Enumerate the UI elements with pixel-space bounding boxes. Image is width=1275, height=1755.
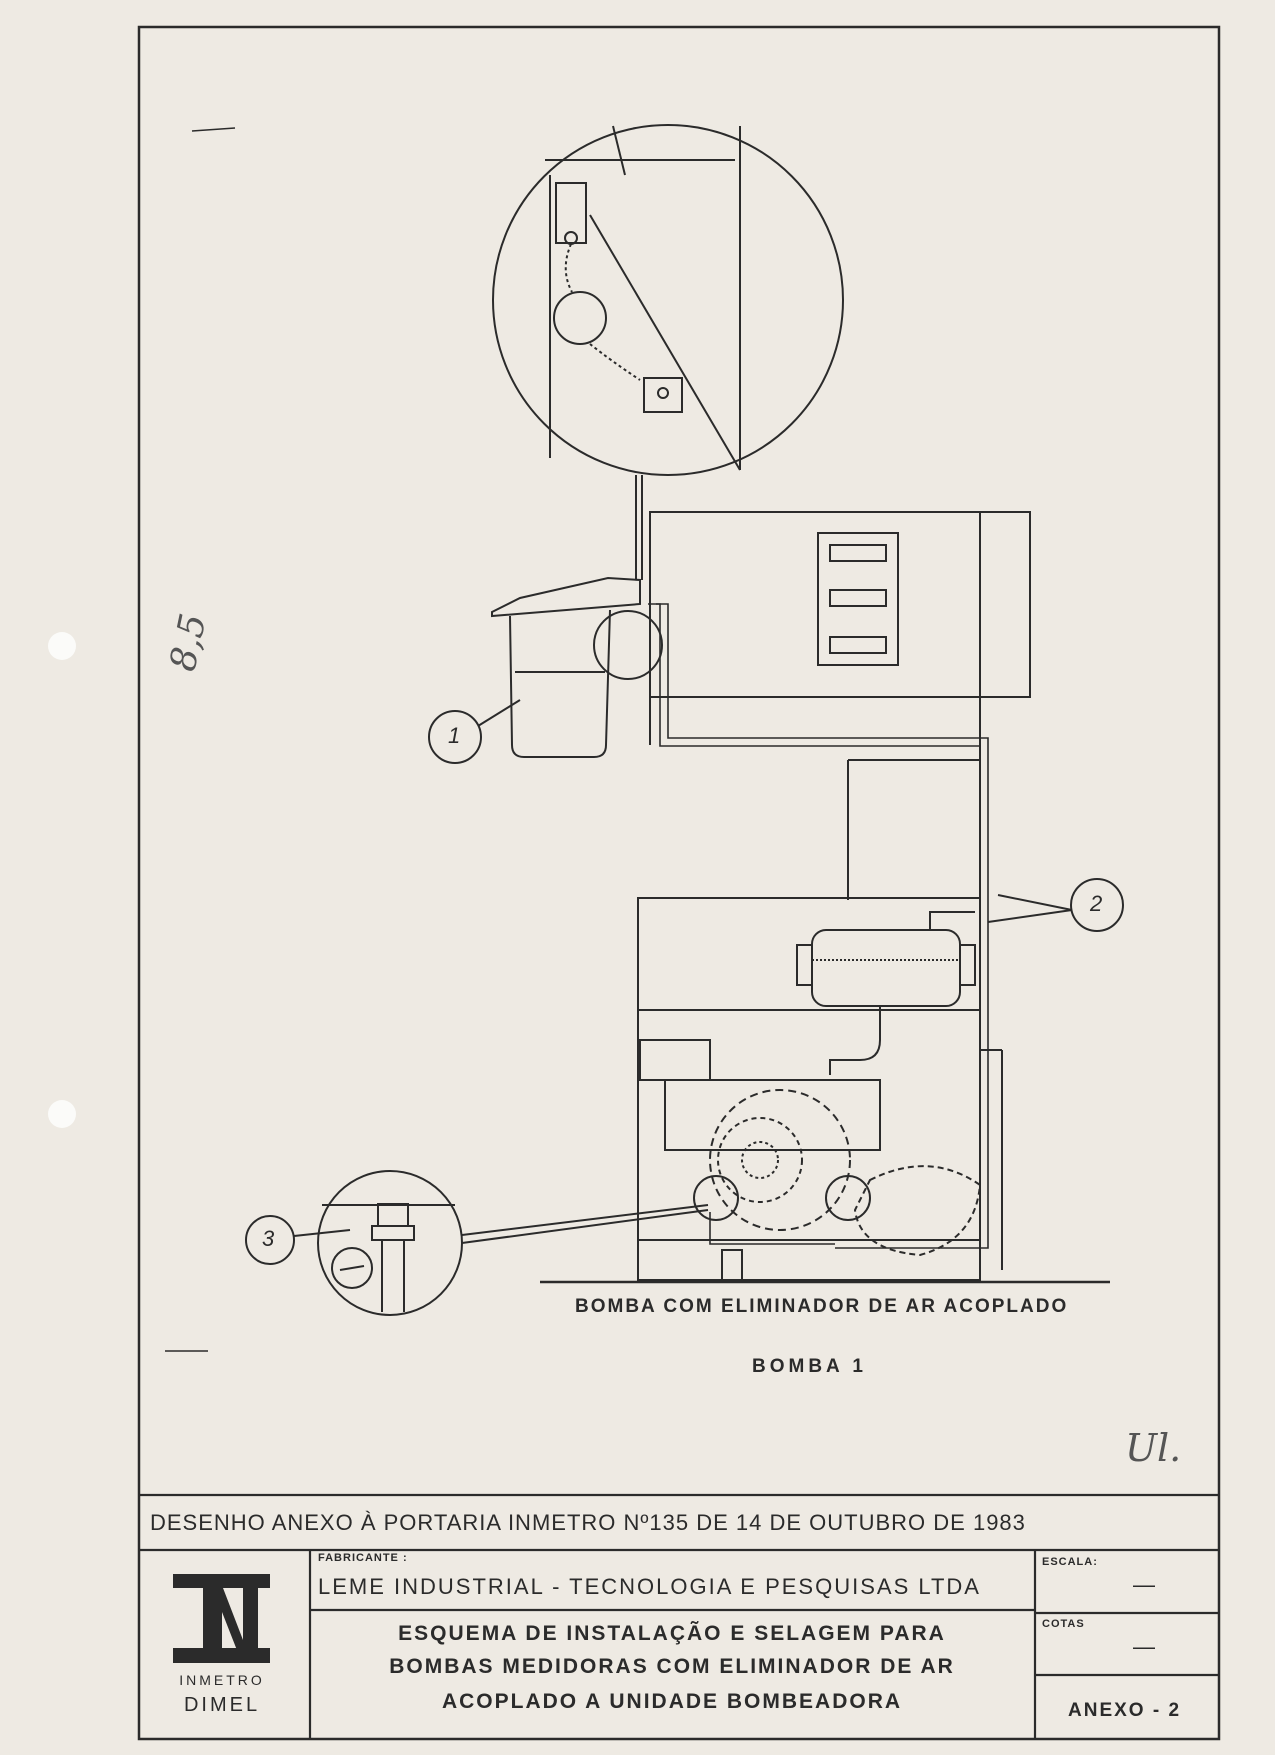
drawing-title-line-2: BOMBAS MEDIDORAS COM ELIMINADOR DE AR xyxy=(389,1655,955,1678)
callout-1-leader xyxy=(428,699,521,764)
drain-seal-detail xyxy=(245,1170,709,1316)
drawing-title-line-3: ACOPLADO A UNIDADE BOMBEADORA xyxy=(441,1690,903,1713)
punch-hole-bottom xyxy=(48,1100,76,1128)
cabinet-body xyxy=(540,697,1110,1284)
callout-1: 1 xyxy=(448,723,463,748)
sheet-border xyxy=(137,25,1221,1741)
dispenser-head xyxy=(649,511,1031,698)
drawing-subcaption: BOMBA 1 xyxy=(752,1356,867,1377)
fabricante-label: FABRICANTE : xyxy=(318,1552,408,1564)
logo-inmetro-label: INMETRO xyxy=(179,1672,265,1688)
annex-number: ANEXO - 2 xyxy=(1068,1700,1182,1721)
cotas-label: COTAS xyxy=(1042,1618,1085,1630)
pump-unit xyxy=(639,1039,982,1281)
cotas-value: — xyxy=(1133,1634,1155,1659)
piping xyxy=(648,603,989,1249)
punch-hole-top xyxy=(48,632,76,660)
escala-label: ESCALA: xyxy=(1042,1556,1098,1568)
callout-2: 2 xyxy=(1090,891,1105,916)
callout-3: 3 xyxy=(262,1226,277,1251)
inmetro-logo-icon xyxy=(173,1574,270,1663)
escala-value: — xyxy=(1133,1572,1155,1597)
drawing-caption: BOMBA COM ELIMINADOR DE AR ACOPLADO xyxy=(575,1296,1069,1317)
title-block-grid xyxy=(139,1493,1219,1739)
seal-detail-circle xyxy=(492,124,844,476)
manufacturer-name: LEME INDUSTRIAL - TECNOLOGIA E PESQUISAS… xyxy=(318,1574,981,1599)
air-eliminator xyxy=(796,911,976,1075)
nozzle-holder xyxy=(491,576,663,758)
drawing-title-line-1: ESQUEMA DE INSTALAÇÃO E SELAGEM PARA xyxy=(398,1622,946,1645)
callout-2-leader xyxy=(987,878,1124,932)
title-block-header: DESENHO ANEXO À PORTARIA INMETRO Nº135 D… xyxy=(150,1510,1026,1535)
logo-dimel-label: DIMEL xyxy=(183,1694,261,1716)
handwritten-initials: Ul. xyxy=(1125,1426,1182,1470)
